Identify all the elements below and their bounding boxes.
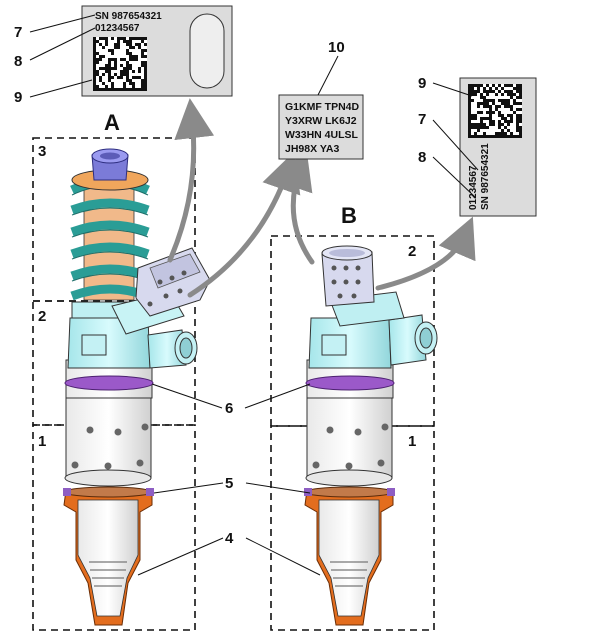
label-plate-a: SN 987654321 01234567 (81, 5, 233, 97)
label-a-serial: SN 987654321 (95, 11, 162, 22)
arrows (167, 98, 476, 298)
trim-code-line-1: G1KMF TPN4D (285, 101, 360, 113)
arrow-b-to-trim-code (274, 149, 315, 265)
arrow-to-label-a (167, 98, 215, 263)
callout-3: 3 (38, 143, 46, 160)
section-box-b1 (270, 425, 435, 631)
callout-7-a: 7 (14, 24, 22, 41)
trim-code-line-2: Y3XRW LK6J2 (285, 115, 357, 127)
top-cap-a (91, 148, 129, 181)
arrow-to-label-b (375, 216, 476, 291)
datamatrix-code-b (468, 84, 522, 138)
label-b-part: 01234567 (468, 165, 479, 210)
callout-6: 6 (225, 400, 233, 417)
label-plate-b: 01234567 SN 987654321 (459, 77, 537, 217)
trim-code-line-3: W33HN 4ULSL (285, 129, 359, 141)
callout-1-a: 1 (38, 433, 46, 450)
injector-b (304, 245, 438, 626)
label-a-part: 01234567 (95, 23, 140, 34)
injector-a-label: A (104, 110, 120, 135)
trim-code-line-4: JH98X YA3 (285, 143, 339, 155)
label-b-serial: SN 987654321 (480, 143, 491, 210)
datamatrix-code-a (93, 37, 147, 91)
connector-a (111, 247, 211, 335)
section-box-a1 (32, 424, 196, 631)
callout-1-b: 1 (408, 433, 416, 450)
callout-8-a: 8 (14, 53, 22, 70)
callout-10: 10 (328, 39, 345, 56)
trim-code-box: G1KMF TPN4D Y3XRW LK6J2 W33HN 4ULSL JH98… (278, 94, 364, 160)
callout-8-b: 8 (418, 149, 426, 166)
injector-b-label: B (341, 203, 357, 228)
injector-a (63, 148, 211, 626)
callout-7-b: 7 (418, 111, 426, 128)
connector-b (321, 245, 375, 307)
callout-2-b: 2 (408, 243, 416, 260)
section-box-a3 (32, 137, 196, 302)
callout-2-a: 2 (38, 308, 46, 325)
callout-9-a: 9 (14, 89, 22, 106)
callout-5: 5 (225, 475, 233, 492)
callout-9-b: 9 (418, 75, 426, 92)
leader-lines (29, 14, 479, 576)
callout-4: 4 (225, 530, 234, 547)
callout-numbers: A B 3 2 1 2 1 6 5 4 7 8 9 10 9 7 8 (14, 24, 426, 547)
